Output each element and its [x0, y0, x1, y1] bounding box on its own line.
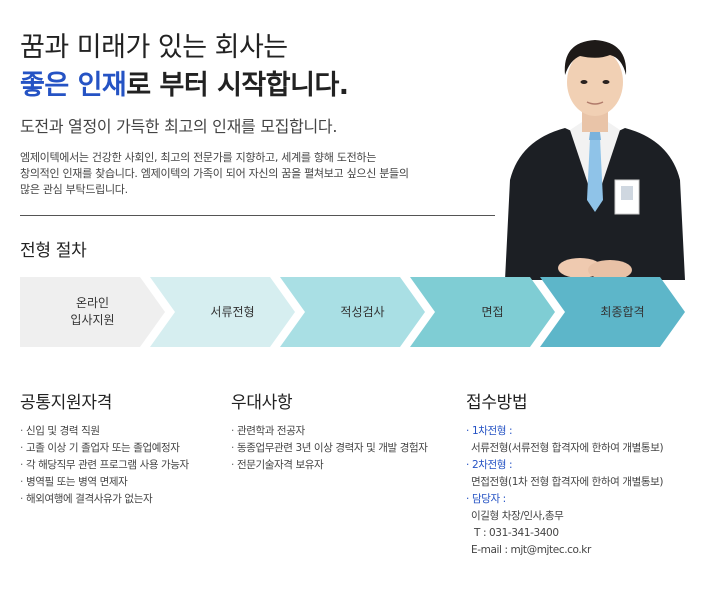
- headline-line2: 좋은 인재로 부터 시작합니다.: [20, 68, 349, 104]
- process-step-arrow: [410, 277, 555, 347]
- process-step-label: 온라인: [75, 296, 110, 310]
- preferences-section: 우대사항 ·관련학과 전공자 ·동종업무관련 3년 이상 경력자 및 개발 경험…: [231, 388, 428, 474]
- list-item: ·동종업무관련 3년 이상 경력자 및 개발 경험자: [231, 442, 428, 454]
- list-item: ·담당자 :: [466, 493, 506, 505]
- desc-line: 많은 관심 부탁드립니다.: [20, 183, 128, 196]
- headline-rest: 로 부터 시작합니다.: [126, 70, 349, 101]
- list-item: ·병역필 또는 병역 면제자: [20, 476, 128, 488]
- application-section: 접수방법 ·1차전형 : 서류전형(서류전형 합격자에 한하여 개별통보) ·2…: [466, 388, 664, 559]
- process-step: 온라인 입사지원: [20, 277, 165, 347]
- preferences-list: ·관련학과 전공자 ·동종업무관련 3년 이상 경력자 및 개발 경험자 ·전문…: [231, 423, 428, 474]
- list-item: ·해외여행에 결격사유가 없는자: [20, 493, 153, 505]
- hero-divider: [20, 215, 495, 216]
- process-step: 서류전형: [170, 277, 295, 347]
- process-step-arrow: [540, 277, 685, 347]
- desc-line: 엠제이텍에서는 건강한 사회인, 최고의 전문가를 지향하고, 세계를 향해 도…: [20, 151, 377, 164]
- list-item: T : 031-341-3400: [466, 525, 663, 542]
- second-stage-value: 면접전형(1차 전형 합격자에 한하여 개별통보): [471, 476, 664, 488]
- list-item: 면접전형(1차 전형 합격자에 한하여 개별통보): [466, 474, 664, 491]
- qualifications-title: 공통지원자격: [20, 393, 113, 413]
- process-step-label: 적성검사: [340, 304, 385, 319]
- first-stage-label: 1차전형 :: [471, 425, 513, 437]
- application-title: 접수방법: [466, 393, 528, 413]
- process-step: 최종합격: [560, 277, 685, 347]
- process-step-label: 면접: [481, 304, 504, 319]
- contact-name: 이길형 차장/인사,총무: [471, 510, 564, 522]
- process-step: 면접: [430, 277, 555, 347]
- list-item: 이길형 차장/인사,총무: [466, 508, 663, 525]
- process-step-label: 서류전형: [210, 304, 255, 319]
- list-item: ·관련학과 전공자: [231, 425, 305, 437]
- list-item: ·신입 및 경력 직원: [20, 425, 100, 437]
- list-item: ·전문기술자격 보유자: [231, 459, 324, 471]
- process-arrows: [20, 277, 685, 347]
- list-item: ·각 해당직무 관련 프로그램 사용 가능자: [20, 459, 189, 471]
- list-item: ·1차전형 :: [466, 425, 513, 437]
- list-item: 서류전형(서류전형 합격자에 한하여 개별통보): [466, 440, 664, 457]
- businessman-image: [505, 40, 685, 280]
- preferences-title: 우대사항: [231, 393, 293, 413]
- headline-accent: 좋은 인재: [20, 70, 127, 101]
- process-step-label: 최종합격: [600, 304, 645, 319]
- contact-email: E-mail : mjt@mjtec.co.kr: [471, 544, 591, 556]
- process-steps: 온라인 입사지원 서류전형 적성검사 면접 최종합격: [20, 277, 690, 347]
- process-step: 적성검사: [300, 277, 425, 347]
- subheadline: 도전과 열정이 가득한 최고의 인재를 모집합니다.: [20, 117, 338, 136]
- contact-label: 담당자 :: [471, 493, 506, 505]
- list-item: ·고졸 이상 기 졸업자 또는 졸업예정자: [20, 442, 180, 454]
- list-item: ·2차전형 :: [466, 459, 513, 471]
- second-stage-label: 2차전형 :: [471, 459, 513, 471]
- process-step-arrow: [280, 277, 425, 347]
- first-stage-value: 서류전형(서류전형 합격자에 한하여 개별통보): [471, 442, 664, 454]
- hero-section: 꿈과 미래가 있는 회사는 좋은 인재로 부터 시작합니다. 도전과 열정이 가…: [0, 0, 710, 280]
- desc-line: 창의적인 인재를 찾습니다. 엠제이텍의 가족이 되어 자신의 꿈을 펼쳐보고 …: [20, 167, 409, 180]
- headline-line1: 꿈과 미래가 있는 회사는: [20, 32, 288, 63]
- qualifications-list: ·신입 및 경력 직원 ·고졸 이상 기 졸업자 또는 졸업예정자 ·각 해당직…: [20, 423, 189, 508]
- process-step-arrow: [20, 277, 165, 347]
- list-item[interactable]: E-mail : mjt@mjtec.co.kr: [466, 542, 663, 559]
- application-list: ·1차전형 : 서류전형(서류전형 합격자에 한하여 개별통보) ·2차전형 :…: [466, 423, 664, 559]
- hero-description: 엠제이텍에서는 건강한 사회인, 최고의 전문가를 지향하고, 세계를 향해 도…: [20, 150, 470, 198]
- process-step-arrow: [150, 277, 295, 347]
- process-title: 전형 절차: [20, 241, 87, 261]
- qualifications-section: 공통지원자격 ·신입 및 경력 직원 ·고졸 이상 기 졸업자 또는 졸업예정자…: [20, 388, 189, 508]
- contact-tel: T : 031-341-3400: [474, 527, 559, 539]
- process-step-label: 입사지원: [70, 313, 115, 327]
